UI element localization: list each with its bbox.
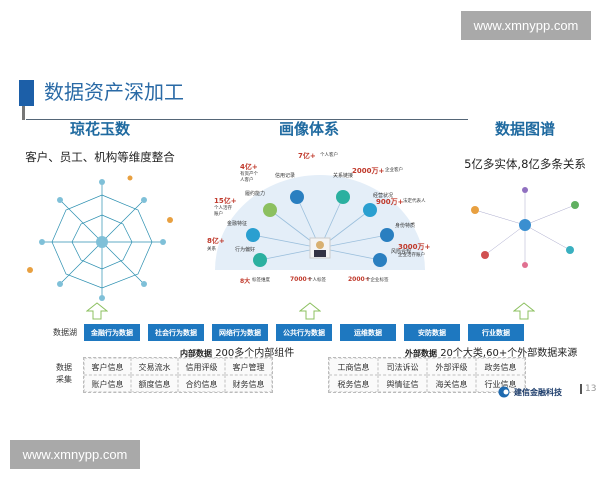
stat-label: 个企业标签: [366, 278, 389, 283]
data-lake-label: 数据湖: [53, 328, 77, 337]
external-tag: 外部数据: [405, 349, 437, 358]
grid-cell: 客户信息: [84, 358, 131, 375]
internal-data-note: 内部数据 200多个内部组件: [180, 344, 294, 359]
knowledge-graph-diagram: [471, 187, 579, 268]
grid-cell: 政务信息: [476, 358, 525, 375]
stat-value: 3000万+: [398, 243, 431, 251]
title-stem-decoration: [22, 106, 25, 120]
lake-item-social: 社会行为数据: [148, 324, 204, 341]
section-subtitle-qionghua: 客户、员工、机构等维度整合: [25, 150, 175, 164]
section-heading-graph: 数据图谱: [494, 120, 555, 138]
node-identity: 身份特质: [395, 223, 416, 229]
node-operations: 经营状况: [373, 193, 394, 199]
stat-value: 2000+: [348, 276, 370, 283]
grid-cell: 账户信息: [84, 375, 131, 392]
section-heading-qionghua: 琼花玉数: [69, 120, 130, 138]
grid-cell: 合约信息: [178, 375, 225, 392]
stat-label: 个人标签: [308, 278, 326, 283]
slide-title: 数据资产深加工: [44, 80, 184, 104]
company-logo: 建信金融科技: [498, 386, 562, 398]
grid-cell: 海关信息: [427, 375, 476, 392]
watermark-bottom: www.xmnypp.com: [10, 440, 140, 469]
stat-value: 8大: [240, 278, 251, 285]
title-bar-decoration: [19, 80, 34, 106]
lake-item-security: 安防数据: [404, 324, 460, 341]
lake-item-industry: 行业数据: [468, 324, 524, 341]
logo-icon: [498, 386, 510, 398]
lake-item-public: 公共行为数据: [276, 324, 332, 341]
stat-value: 15亿+: [214, 197, 237, 205]
semicircle-background: [215, 175, 425, 270]
lake-item-ops: 运维数据: [340, 324, 396, 341]
portrait-system-diagram: 信用记录 关系链接 履约能力 经营状况 金融特征 身份特质 行为偏好 风险合规: [205, 160, 435, 295]
grid-cell: 额度信息: [131, 375, 178, 392]
node-behavior: 行为偏好: [235, 247, 256, 253]
grid-cell: 税务信息: [329, 375, 378, 392]
lake-item-network: 网络行为数据: [212, 324, 268, 341]
stat-value: 4亿+: [240, 163, 258, 171]
section-heading-portrait: 画像体系: [278, 120, 339, 138]
external-desc: 20个大类,60+个外部数据来源: [440, 348, 578, 359]
grid-cell: 外部评级: [427, 358, 476, 375]
grid-cell: 交易流水: [131, 358, 178, 375]
stat-value: 7000+: [290, 276, 312, 283]
node-risk: 风险合规: [391, 249, 412, 255]
watermark-top: www.xmnypp.com: [461, 11, 591, 40]
external-data-note: 外部数据 20个大类,60+个外部数据来源: [405, 344, 577, 359]
stat-label: 关系: [207, 247, 216, 252]
internal-tag: 内部数据: [180, 349, 212, 358]
up-arrow-icon: [513, 302, 535, 320]
data-collection-label: 数据采集: [56, 363, 72, 384]
stat-label: 法定代表人: [403, 199, 426, 204]
grid-cell: 信用评级: [178, 358, 225, 375]
stat-label: 企业活存账户: [398, 253, 425, 258]
section-subtitle-graph: 5亿多实体,8亿多条关系: [464, 157, 586, 171]
up-arrow-icon: [86, 302, 108, 320]
title-divider: [26, 119, 468, 120]
stat-label: 个人客户: [320, 153, 338, 158]
stat-value: 7亿+: [298, 152, 316, 160]
stat-label: 企业客户: [385, 168, 403, 173]
node-financial: 金融特征: [227, 221, 248, 227]
external-data-grid: 工商信息 司法诉讼 外部评级 政务信息 税务信息 舆情征信 海关信息 行业信息: [328, 357, 526, 393]
stat-label: 有资产个人客户: [240, 172, 258, 183]
logo-text: 建信金融科技: [514, 387, 562, 397]
lake-item-financial: 金融行为数据: [84, 324, 140, 341]
internal-data-grid: 客户信息 交易流水 信用评级 客户管理 账户信息 额度信息 合约信息 财务信息: [83, 357, 273, 393]
node-credit: 信用记录: [275, 173, 296, 179]
grid-cell: 司法诉讼: [378, 358, 427, 375]
stat-value: 900万+: [376, 198, 404, 206]
stat-value: 2000万+: [352, 167, 385, 175]
node-relations: 关系链接: [333, 173, 354, 179]
internal-desc: 200多个内部组件: [215, 348, 295, 359]
grid-cell: 舆情征信: [378, 375, 427, 392]
node-performance: 履约能力: [245, 191, 266, 197]
stat-value: 8亿+: [207, 237, 225, 245]
stat-label: 标签维度: [252, 278, 270, 283]
up-arrow-icon: [299, 302, 321, 320]
entity-network-diagram: [27, 175, 173, 301]
grid-cell: 工商信息: [329, 358, 378, 375]
grid-cell: 财务信息: [225, 375, 272, 392]
stat-label: 个人活存账户: [214, 206, 232, 217]
grid-cell: 客户管理: [225, 358, 272, 375]
page-number: 13: [580, 384, 596, 394]
